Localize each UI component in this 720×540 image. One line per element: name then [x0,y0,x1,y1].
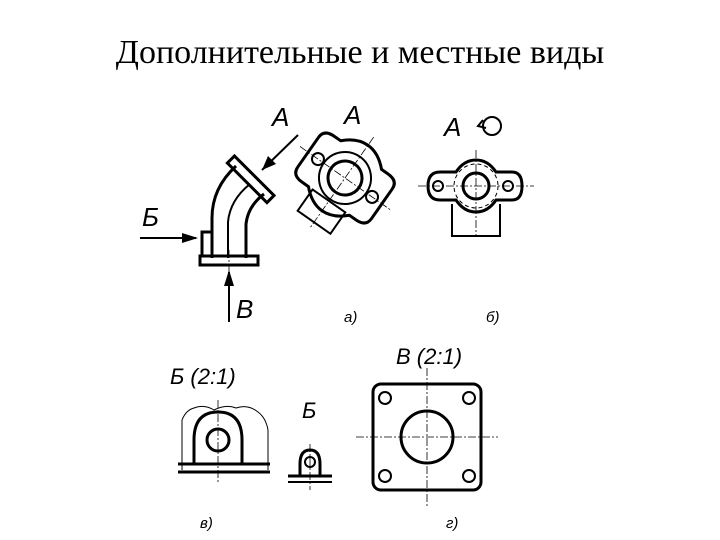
view-b-scaled-label: Б (2:1) [170,364,236,389]
caption-b: б) [486,309,499,326]
view-a-label: А [342,100,361,130]
caption-v: в) [200,515,213,532]
view-b-scaled-drawing [178,400,270,484]
view-v-scaled-drawing [356,368,498,506]
view-a-rotated-label: А [442,112,461,142]
view-a-drawing [294,131,396,236]
slide-title: Дополнительные и местные виды [115,34,605,71]
view-b-arrow-label: Б [142,202,159,232]
caption-g: г) [446,515,458,532]
view-v-arrow-label: В [236,294,253,324]
caption-a: а) [344,309,357,326]
view-a-arrow-label: А [270,102,289,132]
bent-pipe-drawing [140,134,299,322]
view-b-local-label: Б [302,398,316,423]
view-v-scaled-label: В (2:1) [396,344,462,369]
view-a-rotated-drawing [418,116,534,237]
view-b-local-drawing [288,444,332,490]
